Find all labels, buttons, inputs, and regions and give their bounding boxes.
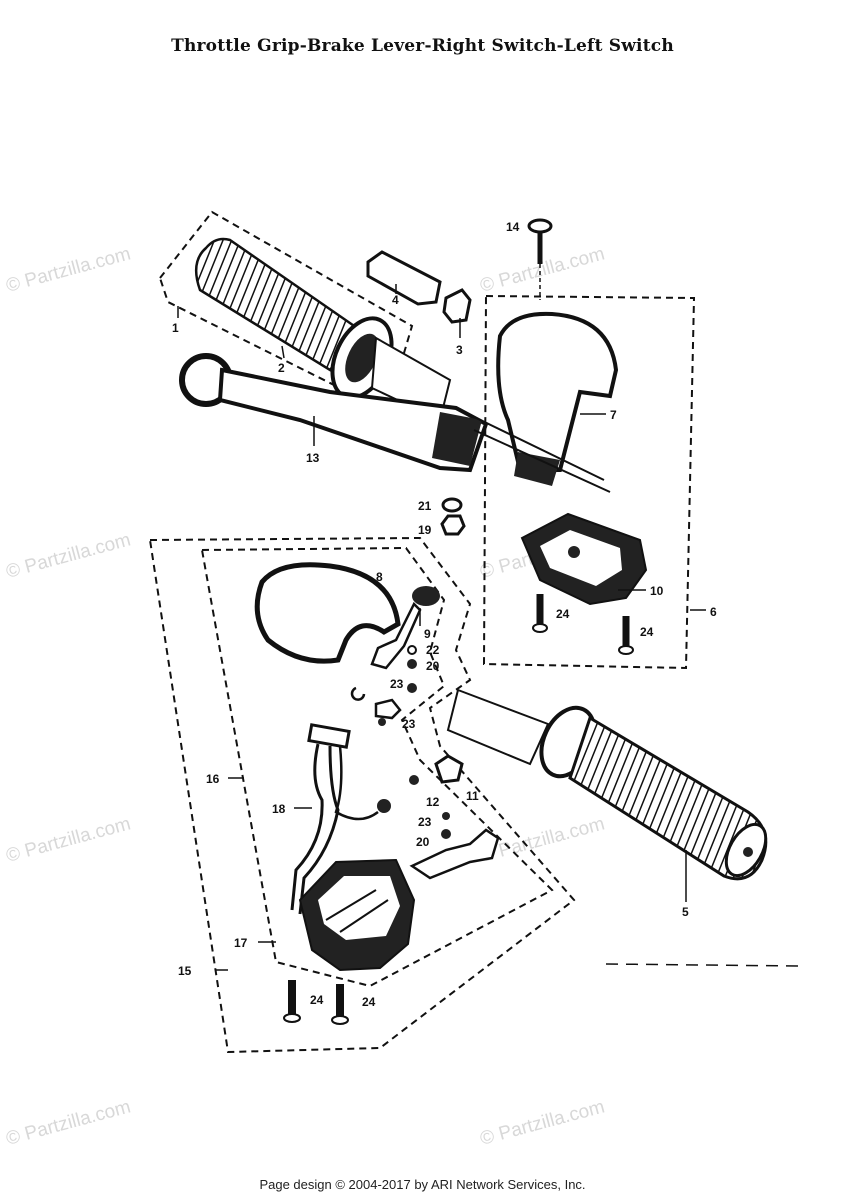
wire-harness <box>290 723 391 915</box>
screw-24 <box>283 980 301 1023</box>
right-switch-upper-housing <box>467 311 619 493</box>
watermark: © Partzilla.com <box>4 529 133 582</box>
footer-copyright: Page design © 2004-2017 by ARI Network S… <box>259 1177 586 1192</box>
throttle-grip <box>194 237 452 422</box>
washer-21 <box>441 497 463 513</box>
switch-knob <box>412 586 440 606</box>
callout-label: 22 <box>426 643 440 657</box>
callout-label: 9 <box>424 627 431 641</box>
watermark: © Partzilla.com <box>4 1096 133 1149</box>
left-grip <box>446 688 768 881</box>
clip-c <box>350 686 366 701</box>
callout-label: 24 <box>362 995 376 1009</box>
callout-label: 23 <box>402 717 416 731</box>
throttle-clip <box>442 288 472 324</box>
callout-label: 24 <box>556 607 570 621</box>
watermark: © Partzilla.com <box>478 1096 607 1149</box>
callout-label: 7 <box>610 408 617 422</box>
brake-lever <box>179 353 489 473</box>
left-switch-inner-outline <box>200 546 554 988</box>
right-switch-lower-housing <box>520 512 648 606</box>
callout-label: 20 <box>426 659 440 673</box>
divider-line <box>605 963 801 967</box>
callout-label: 16 <box>206 772 220 786</box>
callout-label: 13 <box>306 451 320 465</box>
callout-label: 23 <box>418 815 432 829</box>
callout-label: 23 <box>390 677 404 691</box>
callout-label: 12 <box>426 795 440 809</box>
right-switch-outline <box>482 294 696 670</box>
callout-label: 4 <box>392 293 399 307</box>
callout-label: 1 <box>172 321 179 335</box>
callout-label: 24 <box>640 625 654 639</box>
screw-24 <box>331 984 349 1025</box>
callout-label: 8 <box>376 570 383 584</box>
watermark: © Partzilla.com <box>4 813 133 866</box>
callout-label: 24 <box>310 993 324 1007</box>
screw-24 <box>618 616 634 655</box>
callout-label: 2 <box>278 361 285 375</box>
callout-label: 11 <box>466 789 479 803</box>
callout-label: 3 <box>456 343 463 357</box>
watermark: © Partzilla.com <box>4 243 133 296</box>
washer-23 <box>407 683 417 693</box>
left-switch-lower-housing <box>298 858 416 972</box>
switch-lever-9 <box>370 601 422 670</box>
throttle-group-outline <box>158 210 414 390</box>
contact-plate <box>409 828 500 880</box>
page-title: Throttle Grip-Brake Lever-Right Switch-L… <box>171 36 674 56</box>
leader-lines <box>177 284 706 971</box>
switch-knob-11 <box>434 754 464 784</box>
left-switch-outer-outline <box>148 536 576 1054</box>
callout-label: 15 <box>178 964 192 978</box>
callout-label: 14 <box>506 220 520 234</box>
callout-label: 18 <box>272 802 286 816</box>
callout-label: 19 <box>418 523 432 537</box>
washer-20 <box>407 659 417 669</box>
callout-label: 20 <box>416 835 430 849</box>
screw-14 <box>527 218 553 300</box>
callout-label: 10 <box>650 584 664 598</box>
nut-19 <box>440 514 466 536</box>
washer-22 <box>407 645 417 655</box>
switch-plate-23 <box>374 698 402 720</box>
callout-labels: 1 2 3 4 5 6 7 8 9 10 11 12 13 14 15 16 1… <box>172 220 717 1009</box>
callout-label: 21 <box>418 499 432 513</box>
callout-label: 6 <box>710 605 717 619</box>
throttle-cable-fitting <box>366 250 442 306</box>
left-switch-upper-cover <box>254 562 401 664</box>
callout-label: 17 <box>234 936 248 950</box>
callout-label: 5 <box>682 905 689 919</box>
screw-24 <box>532 594 548 633</box>
spring-12 <box>409 775 419 785</box>
